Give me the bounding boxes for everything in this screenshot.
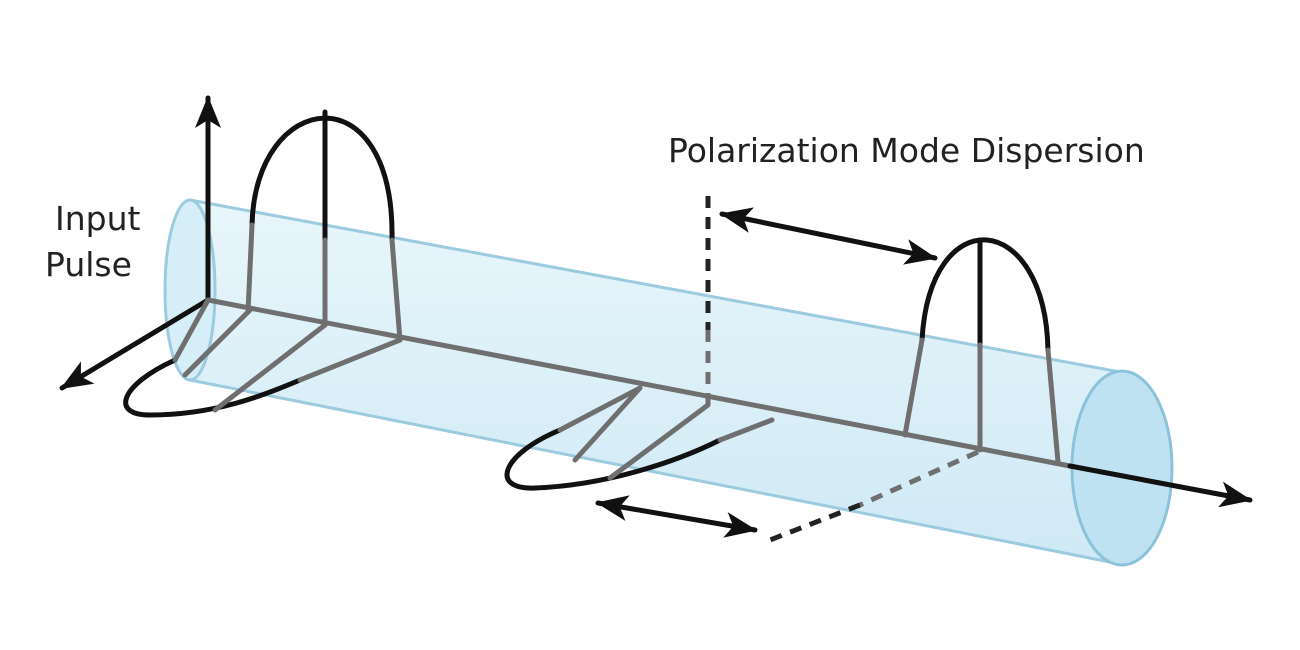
optical-fiber: [163, 198, 1174, 567]
input-pulse: [123, 109, 403, 418]
propagation-arrow: [1067, 463, 1253, 508]
pmd-title: Polarization Mode Dispersion: [668, 131, 1145, 170]
dashed-diagonal: [769, 502, 861, 543]
axes: [59, 95, 1253, 508]
delay-double-arrow-top: [719, 207, 938, 265]
horizontal-axis-arrow: [59, 297, 211, 391]
delay-double-arrow-bottom: [595, 495, 758, 538]
propagation-axis: [205, 297, 1073, 469]
dashed-diagonal-gray: [858, 449, 980, 508]
output-pulse-horizontal: [504, 385, 775, 491]
input-label: Input: [55, 199, 141, 238]
output-pulse-vertical: [902, 237, 1061, 465]
pulse-label: Pulse: [45, 245, 132, 284]
